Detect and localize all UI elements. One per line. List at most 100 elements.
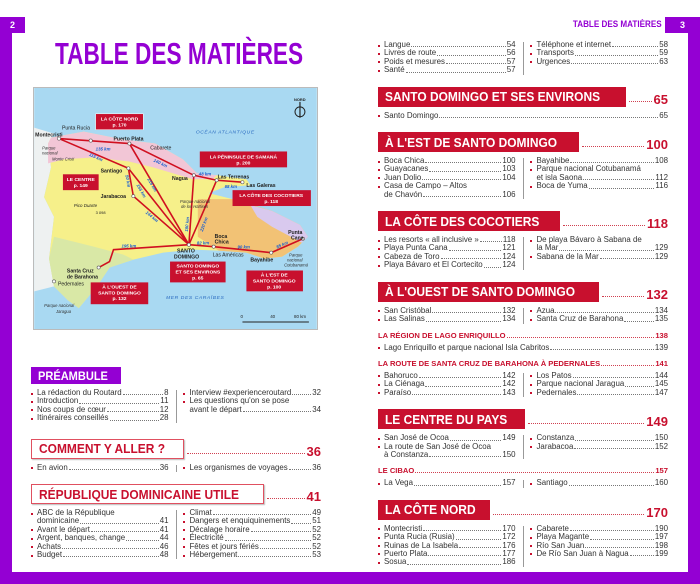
section-header[interactable]: PRÉAMBULE [31,364,321,384]
toc-entry-lago-enriquillo-et-parque-nacional-isla-cabritos[interactable]: Lago Enriquillo et parque nacional Isla … [378,343,668,352]
dot-leader [405,71,506,73]
entry-label: Transports [536,48,574,58]
entry-page: 150 [654,433,668,443]
toc-entry-de-playa-bavaro-a-sabana-de[interactable]: De playa Bávaro à Sabana de [530,235,668,244]
toc-entry-les-questions-qu-on-se-pose[interactable]: Les questions qu'on se pose [183,396,321,405]
entry-label: Playa Magante [536,532,590,542]
toc-entry-les-resorts-all-inclusive[interactable]: Les resorts « all inclusive »118 [378,235,516,244]
subsection-la-route-de-santa-cruz-de-barahona-a-pedernales[interactable]: LA ROUTE DE SANTA CRUZ DE BARAHONA À PED… [378,359,668,368]
toc-entry-casa-de-campo-altos[interactable]: Casa de Campo – Altos [378,181,516,190]
toc-entry-constanza[interactable]: Constanza 150 [530,433,668,443]
toc-entry-punta-rucia-rusia[interactable]: Punta Rucia (Rusia)172 [378,532,516,541]
entry-label: Constanza [536,433,575,443]
toc-entry-abc-de-la-republique[interactable]: ABC de la République [31,508,169,517]
section-header[interactable]: COMMENT Y ALLER ?36 [31,438,321,459]
toc-entry-la-route-de-san-jose-de-ocoa[interactable]: La route de San José de Ocoa [378,442,516,451]
toc-entry-parque-nacional-cotubanama[interactable]: Parque nacional Cotubanamá [530,165,668,173]
dot-leader [428,555,502,557]
column-divider [175,464,177,473]
